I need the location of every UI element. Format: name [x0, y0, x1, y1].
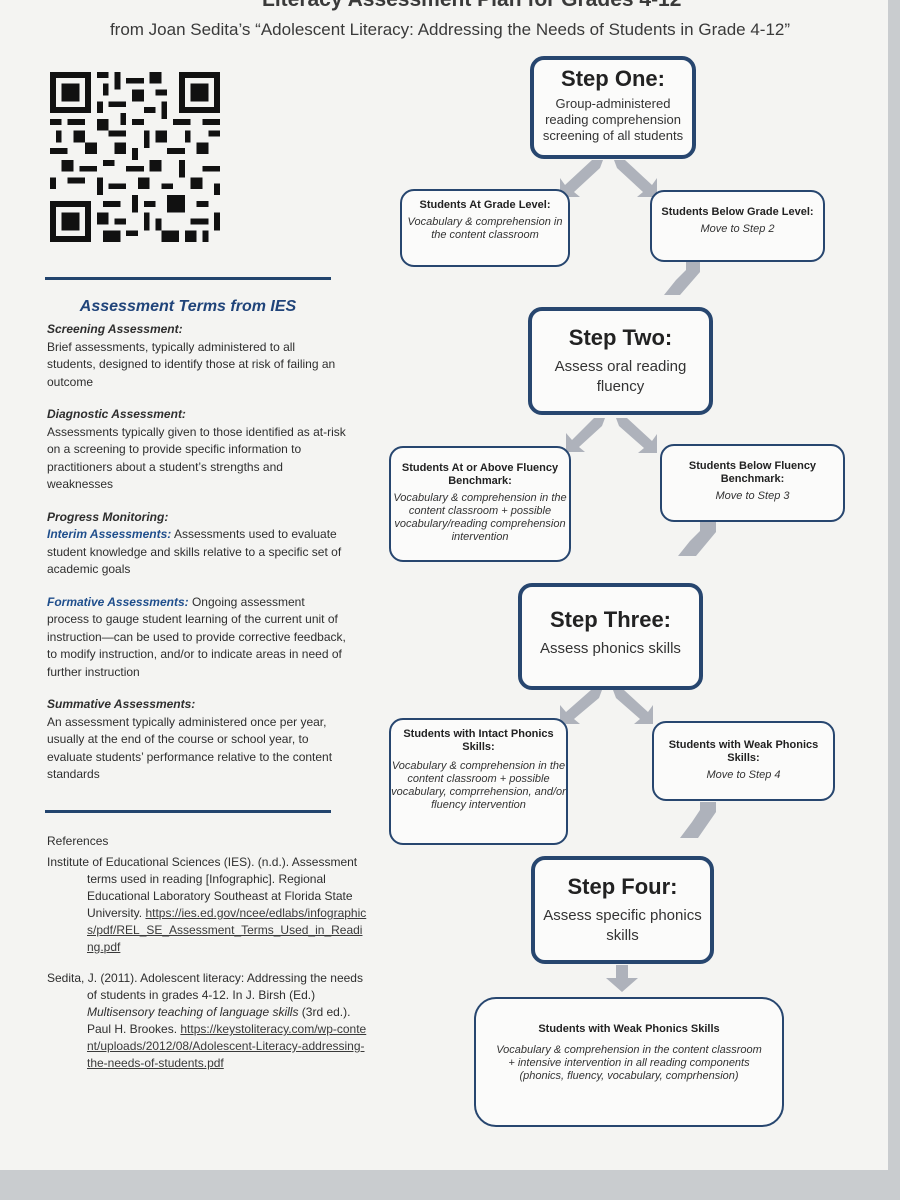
outcome-title: Students with Intact Phonics Skills:: [403, 728, 554, 753]
reference-link[interactable]: https://keystoliteracy.com/wp-content/up…: [87, 1022, 367, 1070]
final-outcome-box: Students with Weak Phonics Skills Vocabu…: [474, 997, 784, 1127]
outcome-box: Students At Grade Level: Vocabulary & co…: [400, 189, 570, 267]
term-title: Diagnostic Assessment:: [47, 407, 186, 421]
step-title: Step Four:: [567, 874, 678, 899]
outcome-text: Move to Step 4: [706, 769, 781, 781]
assessment-terms: Screening Assessment: Brief assessments,…: [47, 321, 347, 799]
step-title: Step One:: [561, 66, 665, 91]
arrow-left-icon: [560, 160, 603, 197]
outcome-text: Move to Step 2: [700, 223, 775, 235]
reference-book-title: Multisensory teaching of language skills: [87, 1005, 299, 1019]
arrow-right-icon: [616, 418, 657, 453]
step-title: Step Two:: [568, 325, 673, 350]
qr-code-icon: [50, 72, 220, 242]
divider: [45, 810, 331, 813]
step-four-box: Step Four: Assess specific phonics skill…: [531, 856, 714, 964]
step-title: Step Three:: [549, 607, 672, 632]
reference-text: Sedita, J. (2011). Adolescent literacy: …: [47, 971, 363, 1002]
reference-link[interactable]: https://ies.ed.gov/ncee/edlabs/infograph…: [87, 906, 367, 954]
step-three-box: Step Three: Assess phonics skills: [518, 583, 703, 690]
arrow-down-icon: [678, 522, 716, 556]
outcome-text: Vocabulary & comprehension in the conten…: [391, 760, 566, 811]
term-text: Assessments typically given to those ide…: [47, 424, 346, 492]
outcome-text: Move to Step 3: [715, 490, 790, 502]
reference-text: Institute of Educational Sciences (IES).…: [47, 855, 358, 920]
term-text: Formative Assessments: Ongoing assessmen…: [47, 594, 347, 682]
page-title: Literacy Assessment Plan for Grades 4-12: [262, 0, 681, 12]
outcome-title: Students Below Grade Level:: [661, 206, 814, 218]
term-text: Brief assessments, typically administere…: [47, 339, 336, 389]
term-text: Ongoing assessment process to gauge stud…: [47, 594, 346, 679]
arrow-down-icon: [664, 262, 700, 295]
arrow-right-icon: [614, 160, 657, 197]
reference-item: Institute of Educational Sciences (IES).…: [47, 854, 367, 956]
arrow-left-icon: [560, 690, 602, 724]
outcome-title: Students At Grade Level:: [419, 199, 551, 211]
arrow-left-icon: [566, 418, 605, 452]
term-text: An assessment typically administered onc…: [47, 714, 333, 782]
step-text: Assess phonics skills: [540, 640, 681, 657]
outcome-text: Vocabulary & comprehension in the conten…: [407, 216, 563, 241]
outcome-title: Students Below Fluency Benchmark:: [688, 460, 817, 485]
outcome-title: Students At or Above Fluency Benchmark:: [401, 462, 559, 487]
outcome-text: Vocabulary & comprehension in the conten…: [496, 1044, 762, 1082]
reference-text: (3rd ed.). Paul H. Brookes.: [87, 1005, 351, 1036]
term-title: Summative Assessments:: [47, 697, 196, 711]
step-text: Assess oral reading fluency: [554, 358, 687, 395]
arrow-down-icon: [606, 965, 638, 992]
arrow-down-icon: [680, 802, 716, 838]
references: References Institute of Educational Scie…: [47, 833, 367, 1072]
step-one-box: Step One: Group-administered reading com…: [530, 56, 696, 159]
step-text: Assess specific phonics skills: [543, 907, 702, 944]
references-heading: References: [47, 834, 109, 848]
step-two-box: Step Two: Assess oral reading fluency: [528, 307, 713, 415]
term-label: Interim Assessments:: [47, 527, 172, 541]
term-text: Interim Assessments: Assessments used to…: [47, 526, 347, 579]
outcome-title: Students with Weak Phonics Skills:: [668, 739, 819, 764]
reference-item: Sedita, J. (2011). Adolescent literacy: …: [47, 970, 367, 1072]
terms-heading: Assessment Terms from IES: [79, 298, 297, 315]
outcome-box: Students with Weak Phonics Skills: Move …: [652, 721, 835, 801]
term-title: Screening Assessment:: [47, 322, 183, 336]
outcome-box: Students with Intact Phonics Skills: Voc…: [389, 718, 568, 845]
outcome-text: Vocabulary & comprehension in the conten…: [393, 492, 567, 543]
outcome-box: Students Below Fluency Benchmark: Move t…: [660, 444, 845, 522]
page-subtitle: from Joan Sedita’s “Adolescent Literacy:…: [109, 20, 791, 39]
divider: [45, 277, 331, 280]
step-text: Group-administered reading comprehension…: [542, 96, 684, 143]
outcome-box: Students At or Above Fluency Benchmark: …: [389, 446, 571, 562]
outcome-box: Students Below Grade Level: Move to Step…: [650, 190, 825, 262]
term-label: Formative Assessments:: [47, 594, 189, 609]
arrow-right-icon: [613, 690, 653, 724]
outcome-title: Students with Weak Phonics Skills: [538, 1023, 720, 1035]
term-title: Progress Monitoring:: [47, 509, 169, 524]
term-text: Assessments used to evaluate student kno…: [47, 527, 342, 576]
